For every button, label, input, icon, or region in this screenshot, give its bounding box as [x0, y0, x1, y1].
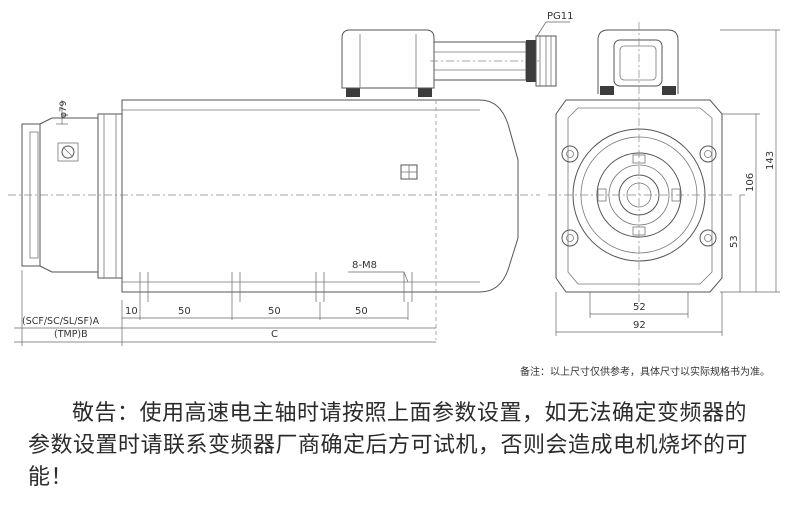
warning-paragraph: 敬告：使用高速电主轴时请按照上面参数设置，如无法确定变频器的参数设置时请联系变频… [28, 398, 768, 494]
label-dim-b: (TMP)B [54, 329, 88, 340]
label-dim-50-c: 50 [355, 306, 368, 317]
label-dim-a: (SCF/SC/SL/SF)A [22, 316, 100, 327]
front-view [548, 22, 780, 336]
label-pg11: PG11 [547, 11, 574, 22]
footnote-text: 备注：以上尺寸仅供参考，具体尺寸以实际规格书为准。 [520, 367, 770, 378]
label-dim-c: C [271, 329, 278, 340]
label-dim-50-a: 50 [178, 306, 191, 317]
label-phi79: φ79 [59, 100, 69, 118]
label-dim-52: 52 [633, 302, 646, 313]
label-8-m8: 8-M8 [352, 260, 377, 271]
label-dim-92: 92 [633, 320, 646, 331]
label-dim-143: 143 [765, 151, 776, 170]
label-dim-50-b: 50 [268, 306, 281, 317]
side-view [8, 21, 570, 346]
label-dim-53: 53 [729, 235, 740, 248]
label-dim-106: 106 [745, 173, 756, 192]
label-dim-10: 10 [125, 306, 138, 317]
warning-text: 敬告：使用高速电主轴时请按照上面参数设置，如无法确定变频器的参数设置时请联系变频… [28, 401, 749, 490]
